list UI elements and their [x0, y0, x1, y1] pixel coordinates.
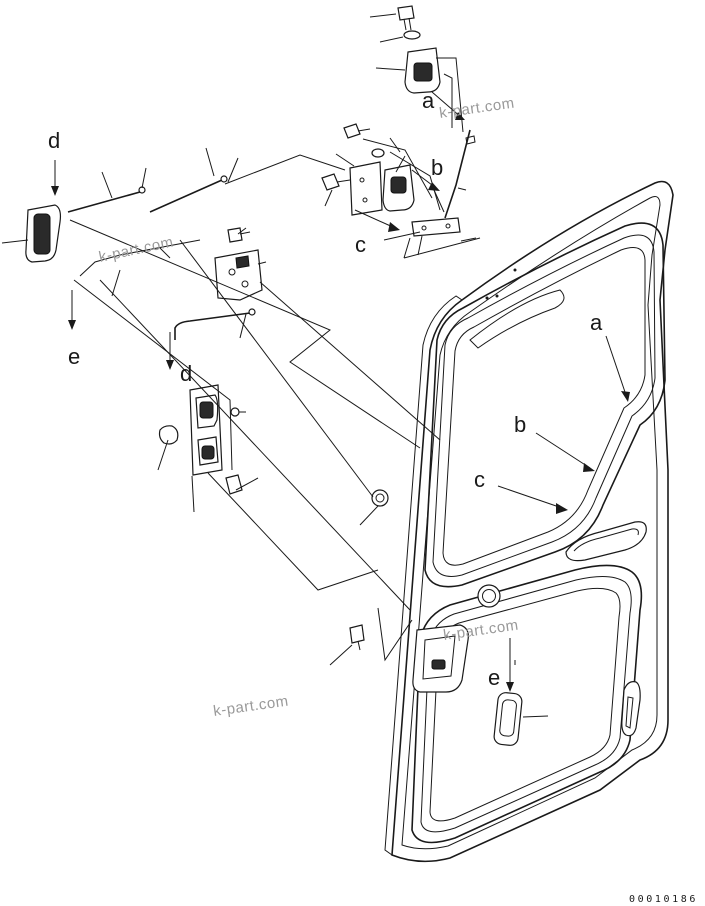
callout-c-door: c	[474, 467, 485, 492]
middle-handle-recess	[565, 521, 647, 562]
callout-d-mid: d	[180, 361, 192, 386]
top-washer	[379, 30, 421, 43]
lower-bracket	[411, 217, 461, 237]
cab-door-panel	[384, 180, 674, 863]
middle-bracket	[349, 161, 383, 216]
direction-arrows	[51, 91, 630, 692]
inner-handle-recess	[412, 624, 469, 693]
top-bolt	[369, 5, 415, 31]
callout-b-door: b	[514, 412, 526, 437]
watermark-3: k-part.com	[442, 617, 519, 644]
loose-cylinder	[371, 489, 389, 507]
lower-lock-bolt-2	[225, 474, 243, 495]
callout-a-top: a	[422, 88, 435, 113]
callout-c-top: c	[355, 232, 366, 257]
leader-lines	[1, 57, 549, 718]
middle-bolt-2	[321, 173, 351, 191]
pull-handle	[493, 692, 523, 746]
lower-lock-plate	[189, 384, 223, 476]
lock-mechanism	[214, 249, 263, 301]
lower-window-frame	[411, 564, 643, 844]
top-striker	[375, 47, 441, 94]
link-rod-b	[444, 129, 476, 219]
middle-bolt-1	[343, 123, 371, 139]
watermark-4: k-part.com	[212, 693, 289, 720]
lever-rod	[174, 308, 256, 340]
door-lock-cylinder	[477, 584, 501, 608]
callout-e-left: e	[68, 344, 80, 369]
middle-washer	[371, 148, 385, 158]
middle-striker	[382, 164, 415, 212]
callout-e-door: e	[488, 665, 500, 690]
callout-d-left: d	[48, 128, 60, 153]
watermarks: k-part.com k-part.com k-part.com k-part.…	[97, 95, 519, 720]
callout-labels: a b c d e d a b c e	[48, 88, 603, 690]
upper-rod	[67, 175, 228, 213]
callout-a-door: a	[590, 310, 603, 335]
drawing-code: 00010186	[629, 894, 698, 905]
lower-lock-bolt-1	[158, 425, 179, 445]
watermark-2: k-part.com	[97, 234, 175, 266]
lower-lock-nut	[230, 407, 240, 417]
lock-screw	[227, 227, 251, 243]
door-side-slot	[621, 681, 641, 737]
upper-window-frame	[424, 222, 666, 588]
outside-handle	[25, 204, 62, 263]
callout-b-top: b	[431, 155, 443, 180]
watermark-1: k-part.com	[438, 95, 515, 122]
bottom-bolt	[349, 624, 365, 651]
